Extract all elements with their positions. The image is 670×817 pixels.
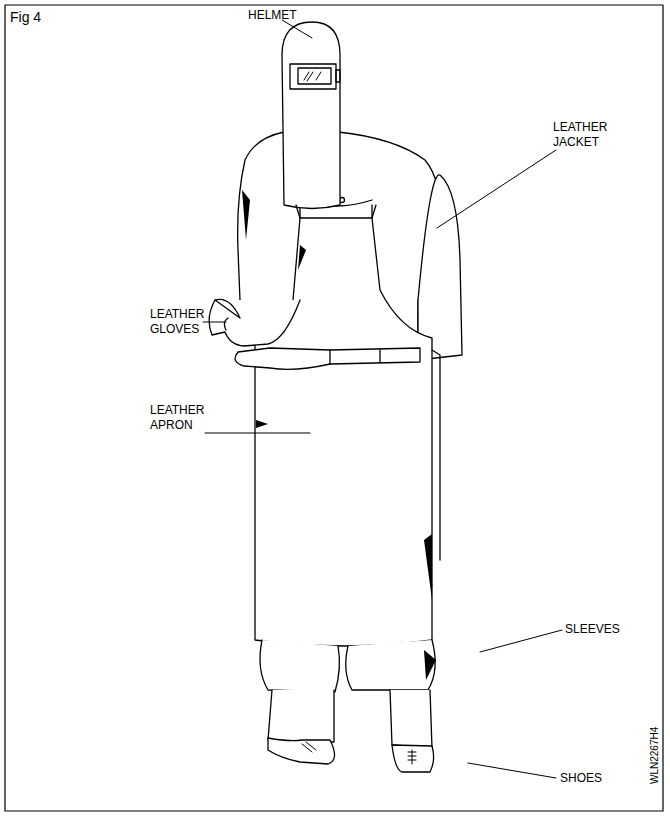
figure-title: Fig 4: [10, 9, 41, 25]
leather-gloves: [209, 299, 420, 369]
leader-line: [437, 150, 556, 228]
figure-border: [5, 5, 663, 811]
glove-cuff: [330, 350, 380, 364]
apron-shading: [256, 245, 432, 600]
part-label: LEATHER APRON: [150, 403, 220, 433]
part-label: HELMET: [248, 8, 297, 23]
helmet-hinge: [336, 70, 340, 82]
part-label: SLEEVES: [565, 622, 620, 637]
trousers: [260, 640, 435, 692]
leader-line: [468, 763, 556, 778]
leader-line: [480, 630, 562, 652]
leg-sleeves: [268, 690, 432, 748]
leader-line: [205, 433, 310, 434]
leather-apron: [255, 218, 432, 646]
safety-shoes: [268, 738, 434, 772]
leader-line: [282, 20, 312, 38]
part-label: LEATHER JACKET: [553, 120, 625, 150]
part-label: LEATHER GLOVES: [150, 307, 220, 337]
part-label: SHOES: [560, 771, 602, 786]
figure-code: WLN2267H4: [647, 727, 662, 784]
right-sleeve: [418, 175, 462, 360]
glass-hatch: [304, 72, 321, 81]
apron-strap: [296, 205, 440, 560]
leader-line: [203, 322, 226, 323]
filter-glass: [298, 68, 331, 84]
knee-shading: [424, 650, 436, 680]
leader-lines: [203, 20, 562, 778]
welding-helmet: [282, 22, 340, 209]
helmet-visor: [290, 64, 336, 89]
shoe-laces: [302, 742, 416, 764]
